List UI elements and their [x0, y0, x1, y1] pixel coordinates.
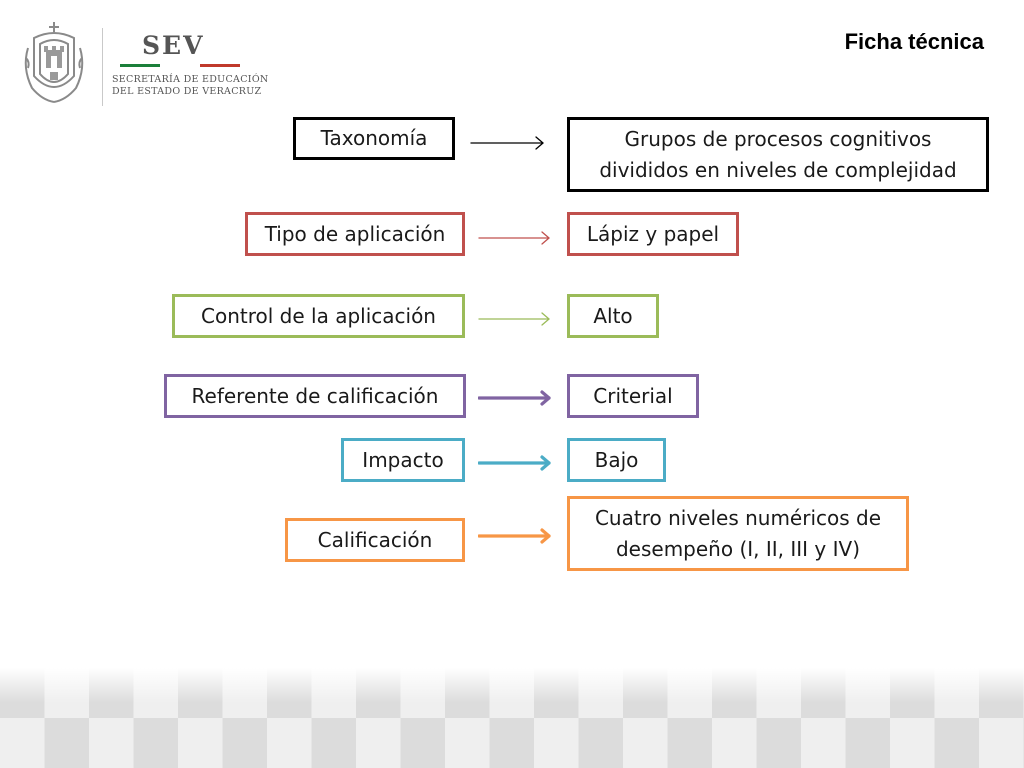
definition-box-tipo-de-aplicacion: Lápiz y papel [567, 212, 739, 256]
footer-pattern [0, 668, 1024, 768]
logo-line-2: DEL ESTADO DE VERACRUZ [112, 86, 262, 97]
logo-divider [102, 28, 103, 106]
definition-box-calificacion: Cuatro niveles numéricos de desempeño (I… [567, 496, 909, 571]
flag-stripe-red [200, 64, 240, 67]
arrow-control-de-la-aplicacion [478, 312, 550, 326]
definition-box-control-de-la-aplicacion: Alto [567, 294, 659, 338]
arrow-impacto [478, 455, 551, 471]
arrow-referente-de-calificacion [478, 390, 551, 406]
logo-line-1: SECRETARÍA DE EDUCACIÓN [112, 74, 269, 85]
logo-wordmark: SEV SECRETARÍA DE EDUCACIÓN DEL ESTADO D… [112, 31, 269, 98]
flag-stripe [120, 64, 240, 67]
term-box-calificacion: Calificación [285, 518, 465, 562]
term-box-taxonomia: Taxonomía [293, 117, 455, 160]
definition-box-impacto: Bajo [567, 438, 666, 482]
flag-stripe-green [120, 64, 160, 67]
sev-logo: SEV SECRETARÍA DE EDUCACIÓN DEL ESTADO D… [14, 14, 268, 106]
arrow-tipo-de-aplicacion [478, 231, 550, 245]
definition-box-taxonomia: Grupos de procesos cognitivos divididos … [567, 117, 989, 192]
definition-box-referente-de-calificacion: Criterial [567, 374, 699, 418]
page-title: Ficha técnica [844, 29, 984, 54]
term-box-impacto: Impacto [341, 438, 465, 482]
flag-stripe-white [160, 64, 200, 67]
arrow-taxonomia [470, 136, 544, 150]
veracruz-seal-icon [24, 22, 84, 103]
term-box-tipo-de-aplicacion: Tipo de aplicación [245, 212, 465, 256]
term-box-referente-de-calificacion: Referente de calificación [164, 374, 466, 418]
logo-acronym: SEV [142, 31, 205, 60]
arrow-calificacion [478, 528, 551, 544]
term-box-control-de-la-aplicacion: Control de la aplicación [172, 294, 465, 338]
